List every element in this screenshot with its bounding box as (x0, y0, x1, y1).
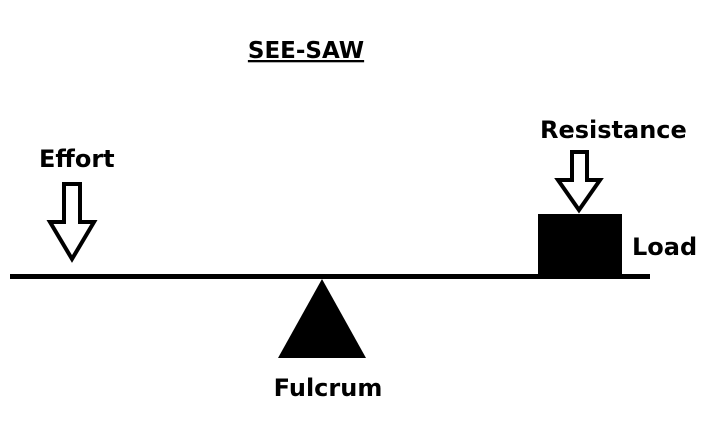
resistance-arrow-icon (554, 150, 604, 214)
effort-label: Effort (39, 145, 115, 173)
resistance-label: Resistance (540, 116, 687, 144)
load-label: Load (632, 233, 697, 261)
fulcrum-label: Fulcrum (274, 374, 383, 402)
load-block (538, 214, 622, 276)
lever-beam (10, 274, 650, 279)
diagram-title: SEE-SAW (248, 38, 364, 64)
effort-arrow-icon (46, 182, 98, 263)
fulcrum-triangle (278, 279, 366, 358)
